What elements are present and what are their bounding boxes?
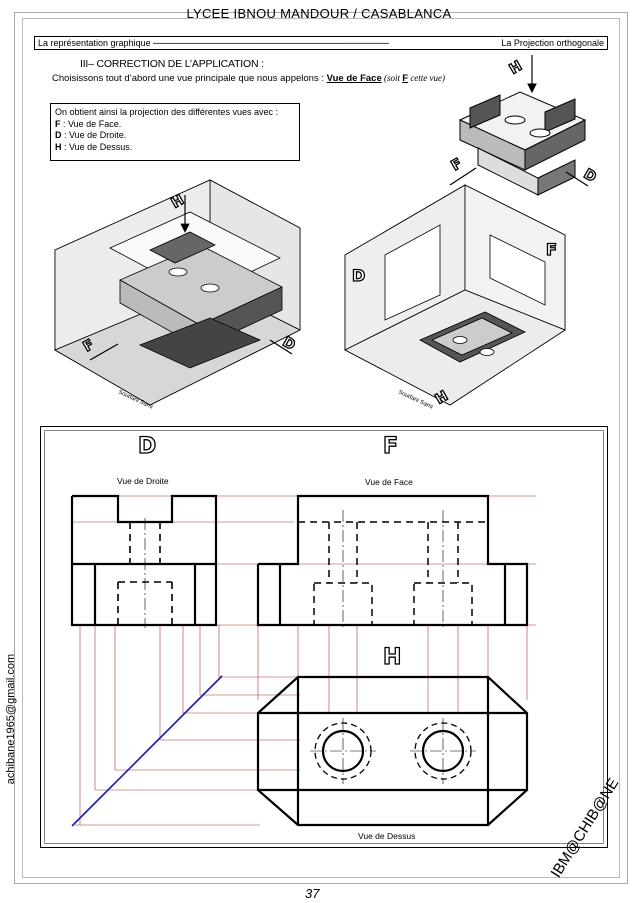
view-label-top: Vue de Dessus: [358, 831, 416, 841]
top-right-part: [449, 55, 589, 196]
box-line-3: D : Vue de Droite.: [55, 130, 127, 140]
header-right-title: La Projection orthogonale: [501, 38, 604, 48]
page-frame-outer: [14, 12, 628, 884]
view-front-outline: [256, 494, 529, 627]
view-letter-f: F: [382, 433, 399, 459]
views-definition-box: On obtient ainsi la projection des diffé…: [50, 103, 300, 161]
side-email: achibane1965@gmail.com: [5, 653, 17, 785]
view-top-axes: [310, 718, 476, 784]
header-left-title: La représentation graphique: [38, 38, 151, 48]
box-line-1: On obtient ainsi la projection des diffé…: [55, 107, 278, 117]
header-dashes: ----------------------------------------…: [152, 38, 390, 48]
letter-d-right: D: [351, 265, 366, 285]
drawing-frame-inner: [44, 430, 604, 844]
box-line-4: H : Vue de Dessus.: [55, 141, 133, 152]
intro-italic-2: cette vue): [408, 73, 446, 83]
middle-left-box: Soudani Sami: [54, 179, 301, 411]
middle-right-box: Soudani Sami: [344, 184, 566, 411]
header-bar: La représentation graphique ------------…: [34, 36, 608, 50]
view-label-front: Vue de Face: [365, 477, 413, 487]
section-title: III– CORRECTION DE L’APPLICATION :: [80, 58, 264, 70]
view-letter-d: D: [137, 433, 157, 459]
page-frame-inner: [22, 18, 620, 878]
intro-italic: (soit: [381, 73, 403, 83]
view-front-hidden: [298, 521, 488, 626]
view-label-right: Vue de Droite: [117, 476, 169, 486]
intro-text: Choisissons tout d’abord une vue princip…: [52, 73, 445, 84]
drawing-frame: [40, 426, 608, 848]
letter-f-right: F: [545, 239, 557, 259]
miter-line: [71, 675, 223, 827]
intro-bold: Vue de Face: [326, 73, 382, 84]
intro-prefix: Choisissons tout d’abord une vue princip…: [52, 73, 327, 84]
school-title: LYCEE IBNOU MANDOUR / CASABLANCA: [186, 6, 452, 21]
page-number: 37: [305, 886, 320, 901]
signature: IBM@CHIB@NE: [547, 775, 623, 881]
view-right-outline: [70, 494, 218, 627]
view-letter-h: H: [382, 644, 402, 670]
box-line-2: F : Vue de Face.: [55, 118, 122, 129]
intro-f: F: [402, 73, 409, 84]
construction-lines: [72, 495, 536, 826]
view-top-outline: [256, 675, 529, 827]
